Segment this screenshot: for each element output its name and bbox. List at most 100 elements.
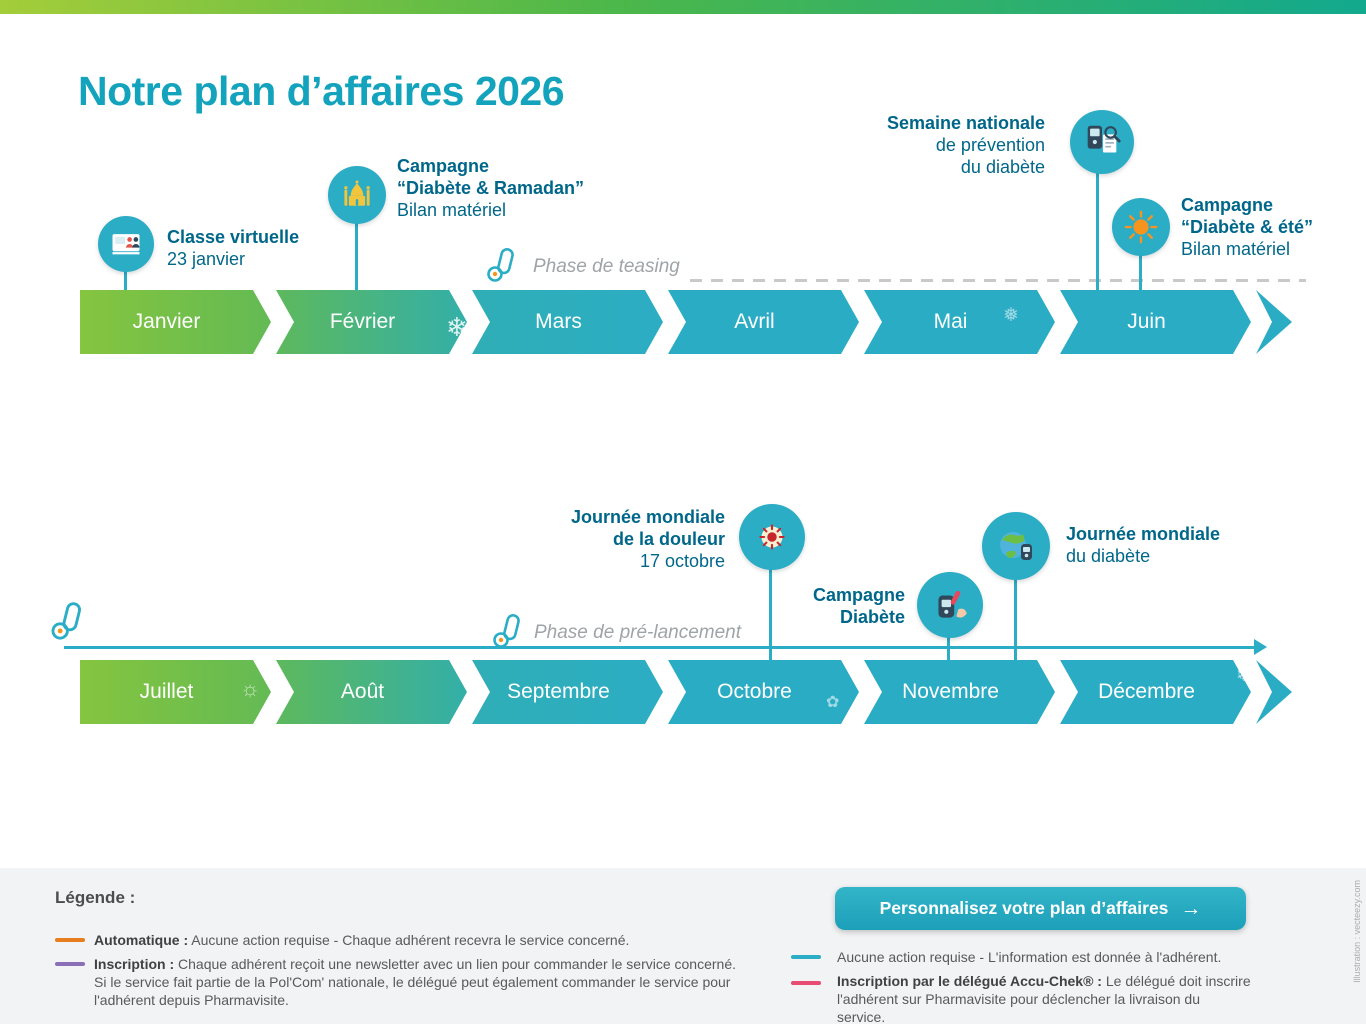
- event-semaine-nationale: Semaine nationale de prévention du diabè…: [810, 112, 1045, 178]
- event-journee-diabete: Journée mondiale du diabète: [1066, 523, 1220, 567]
- legend-line-aucune-action: [791, 955, 821, 959]
- legend-label: Inscription par le délégué Accu-Chek® :: [837, 973, 1102, 989]
- event-date: 23 janvier: [167, 249, 246, 269]
- timeline-months-1: Janvier Février Mars Avril Mai Juin: [80, 290, 1292, 354]
- month-label: Décembre: [1098, 680, 1195, 703]
- month-label: Octobre: [717, 680, 792, 703]
- month-segment-avril: Avril: [668, 290, 859, 354]
- mosque-icon: [328, 166, 386, 224]
- event-subtitle: Bilan matériel: [397, 200, 507, 220]
- event-diabete-ete: Campagne “Diabète & été” Bilan matériel: [1181, 194, 1313, 260]
- credit-text: Illustration : vecteezy.com: [1352, 880, 1362, 983]
- glucometer-magnifier-illustration: [1087, 125, 1121, 153]
- phase-prelaunch-label: Phase de pré-lancement: [534, 622, 742, 643]
- connector-line: [1014, 576, 1017, 662]
- month-segment-septembre: Septembre: [472, 660, 663, 724]
- month-label: Mars: [535, 310, 582, 333]
- event-title: Semaine nationale: [886, 113, 1045, 133]
- legend-line-inscription: [55, 962, 85, 966]
- legend-item-delegue: Inscription par le délégué Accu-Chek® : …: [837, 972, 1252, 1024]
- event-title: Classe virtuelle: [167, 227, 300, 247]
- month-label: Avril: [734, 310, 775, 333]
- legend-item-aucune-action: Aucune action requise - L'information es…: [837, 948, 1247, 966]
- event-title: “Diabète & été”: [1181, 217, 1314, 237]
- month-label: Juin: [1127, 310, 1166, 333]
- legend-body: Le délégué doit inscrire l'adhérent sur …: [837, 973, 1251, 1024]
- timeline-arrow-tip: [1256, 290, 1292, 354]
- month-label: Novembre: [902, 680, 999, 703]
- arrow-head-icon: [1254, 639, 1267, 655]
- event-campagne-diabete: Campagne Diabète: [775, 584, 905, 628]
- month-segment-juillet: Juillet: [80, 660, 271, 724]
- connector-line: [1096, 170, 1099, 292]
- month-label: Septembre: [507, 680, 610, 703]
- legend-line-automatique: [55, 938, 85, 942]
- event-date: 17 octobre: [639, 551, 725, 571]
- prelaunch-start-icon: [48, 600, 90, 647]
- event-title: Diabète: [839, 607, 905, 627]
- month-segment-octobre: Octobre: [668, 660, 859, 724]
- event-subtitle: de prévention: [935, 135, 1045, 155]
- prevention-week-icon: [1070, 110, 1134, 174]
- world-diabetes-icon: [982, 512, 1050, 580]
- pain-icon: [739, 504, 805, 570]
- event-classe-virtuelle: Classe virtuelle 23 janvier: [167, 226, 299, 270]
- pain-illustration: [759, 524, 785, 550]
- arrow-right-icon: →: [1180, 896, 1202, 920]
- legend-body: Aucune action requise - Chaque adhérent …: [191, 932, 630, 948]
- sun-illustration: [1124, 210, 1158, 244]
- teasing-dashed-line: [690, 279, 1306, 282]
- legend-label: Inscription :: [94, 956, 175, 972]
- month-segment-fevrier: Février: [276, 290, 467, 354]
- month-segment-janvier: Janvier: [80, 290, 271, 354]
- connector-line: [947, 634, 950, 662]
- legend-item-automatique: Automatique : Aucune action requise - Ch…: [94, 931, 724, 949]
- month-label: Février: [329, 310, 396, 333]
- timeline-arrow-tip: [1256, 660, 1292, 724]
- event-title: Campagne: [397, 156, 490, 176]
- legend-heading: Légende :: [55, 888, 136, 907]
- glucometer-illustration: [938, 590, 967, 618]
- event-subtitle: du diabète: [1066, 546, 1151, 566]
- connector-line: [769, 566, 772, 662]
- connector-line: [1139, 252, 1142, 292]
- month-label: Août: [340, 680, 385, 703]
- connector-line: [124, 266, 127, 292]
- month-label: Janvier: [132, 310, 201, 333]
- globe-illustration: [1000, 532, 1032, 560]
- month-segment-decembre: Décembre: [1060, 660, 1251, 724]
- month-segment-mars: Mars: [472, 290, 663, 354]
- personalize-plan-button[interactable]: Personnalisez votre plan d’affaires →: [835, 887, 1246, 930]
- event-douleur: Journée mondiale de la douleur 17 octobr…: [500, 506, 725, 572]
- top-gradient-bar: [0, 0, 1366, 14]
- month-segment-novembre: Novembre: [864, 660, 1055, 724]
- month-segment-juin: Juin: [1060, 290, 1251, 354]
- classroom-illustration: [112, 234, 140, 255]
- event-title: Journée mondiale: [570, 507, 725, 527]
- month-label: Juillet: [139, 680, 194, 703]
- page-title: Notre plan d’affaires 2026: [78, 68, 565, 114]
- connector-line: [355, 220, 358, 292]
- legend-item-inscription: Inscription : Chaque adhérent reçoit une…: [94, 955, 744, 1009]
- event-subtitle: Bilan matériel: [1181, 239, 1291, 259]
- legend-body: Chaque adhérent reçoit une newsletter av…: [94, 956, 736, 1008]
- prelaunch-phase-icon: [490, 612, 528, 655]
- event-subtitle: du diabète: [960, 157, 1045, 177]
- event-ramadan: Campagne “Diabète & Ramadan” Bilan matér…: [397, 155, 584, 221]
- legend-line-delegue: [791, 981, 821, 985]
- sun-icon: [1112, 198, 1170, 256]
- month-segment-mai: Mai: [864, 290, 1055, 354]
- legend-body: Aucune action requise - L'information es…: [837, 949, 1222, 965]
- event-title: Campagne: [1181, 195, 1274, 215]
- phase-teasing-label: Phase de teasing: [533, 256, 680, 277]
- mosque-illustration: [344, 180, 370, 206]
- month-label: Mai: [933, 310, 968, 333]
- teasing-phase-icon: [484, 246, 522, 289]
- glucometer-icon: [917, 572, 983, 638]
- legend-label: Automatique :: [94, 932, 189, 948]
- cta-label: Personnalisez votre plan d’affaires: [879, 898, 1169, 918]
- event-title: Journée mondiale: [1066, 524, 1221, 544]
- timeline-months-2: Juillet Août Septembre Octobre Novembre …: [80, 660, 1292, 724]
- classroom-icon: [98, 216, 154, 272]
